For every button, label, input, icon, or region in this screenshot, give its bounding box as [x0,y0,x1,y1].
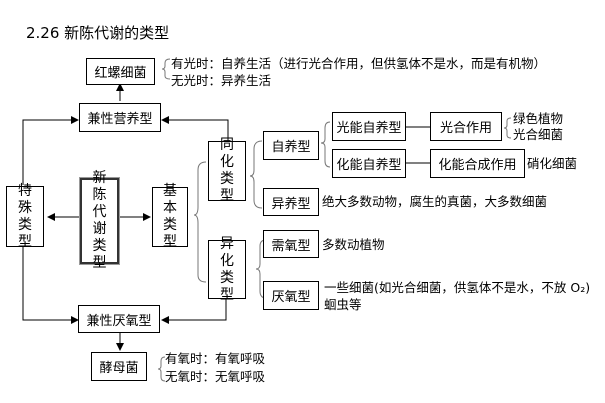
brace-jiben [193,161,207,283]
node-jianxing-yanyang-label: 兼性厌氧型 [86,313,152,329]
arrow-teshu-to-jianxing-yingyang [22,116,79,185]
node-ziyang-label: 自养型 [271,140,311,155]
node-huaneng-label: 化能自养型 [336,158,402,173]
node-yihua-label: 异化类型 [220,235,234,303]
note-yanyang-example-2: 蛔虫等 [324,297,362,312]
node-guangneng: 光能自养型 [332,112,406,141]
note-jiaomu-anaerobic: 无氧时：无氧呼吸 [165,369,266,384]
node-jiaomu: 酵母菌 [91,352,147,381]
node-yiyang: 异养型 [263,188,319,216]
node-huaneng-hecheng: 化能合成作用 [430,149,525,178]
brace-yihua [255,239,267,299]
node-jianxing-yanyang: 兼性厌氧型 [78,305,160,333]
node-yanyang: 厌氧型 [263,281,319,310]
node-jianxing-yingyang-label: 兼性营养型 [87,112,153,127]
node-xinchen-label: 新陈代谢类型 [92,170,107,271]
node-yanyang-label: 厌氧型 [271,290,311,305]
node-ziyang: 自养型 [263,131,319,160]
note-yiyang-example: 绝大多数动物，腐生的真菌，大多数细菌 [322,194,548,209]
node-tonghua: 同化类型 [208,137,246,204]
node-xinchen: 新陈代谢类型 [80,170,119,271]
note-guanghe-2: 光合细菌 [513,127,564,142]
note-hongluo-dark: 无光时：异养生活 [171,73,272,88]
page-title: 2.26 新陈代谢的类型 [26,24,170,42]
node-guanghe-label: 光合作用 [439,121,492,136]
node-huaneng: 化能自养型 [332,149,406,178]
brace-hongluo [161,58,171,80]
node-xuyang: 需氧型 [263,230,319,258]
node-jiben: 基本类型 [152,183,188,250]
node-jiben-label: 基本类型 [163,183,177,250]
node-xuyang-label: 需氧型 [271,238,311,254]
node-teshu: 特殊类型 [6,183,44,250]
note-huaneng-example: 硝化细菌 [527,156,578,171]
node-tonghua-label: 同化类型 [220,137,234,204]
node-yihua: 异化类型 [208,236,246,303]
node-jiaomu-label: 酵母菌 [99,361,139,376]
node-jianxing-yingyang: 兼性营养型 [79,103,161,132]
note-jiaomu-aerobic: 有氧时：有氧呼吸 [165,351,266,366]
node-yiyang-label: 异养型 [271,196,311,212]
brace-guanghe [503,117,512,139]
brace-ziyang [320,121,331,168]
arrow-yihua-to-jianxing-yanyang [161,298,227,324]
node-huaneng-hecheng-label: 化能合成作用 [438,158,517,173]
node-guangneng-label: 光能自养型 [336,121,402,136]
note-yanyang-example-1: 一些细菌(如光合细菌，供氢体不是水，不放 O₂) [324,280,591,295]
node-teshu-label: 特殊类型 [18,182,32,250]
node-hongluo-label: 红螺细菌 [94,66,147,81]
node-guanghe: 光合作用 [430,112,502,141]
arrow-tonghua-to-jianxing-yingyang [161,116,229,143]
note-hongluo-light: 有光时：自养生活（进行光合作用，但供氢体不是水，而是有机物） [171,56,547,71]
brace-tonghua [249,140,263,209]
node-hongluo: 红螺细菌 [86,58,155,85]
note-guanghe-1: 绿色植物 [513,111,564,126]
arrow-teshu-to-jianxing-yanyang [22,247,79,324]
brace-jiaomu [157,356,166,382]
note-xuyang-example: 多数动植物 [322,237,385,252]
